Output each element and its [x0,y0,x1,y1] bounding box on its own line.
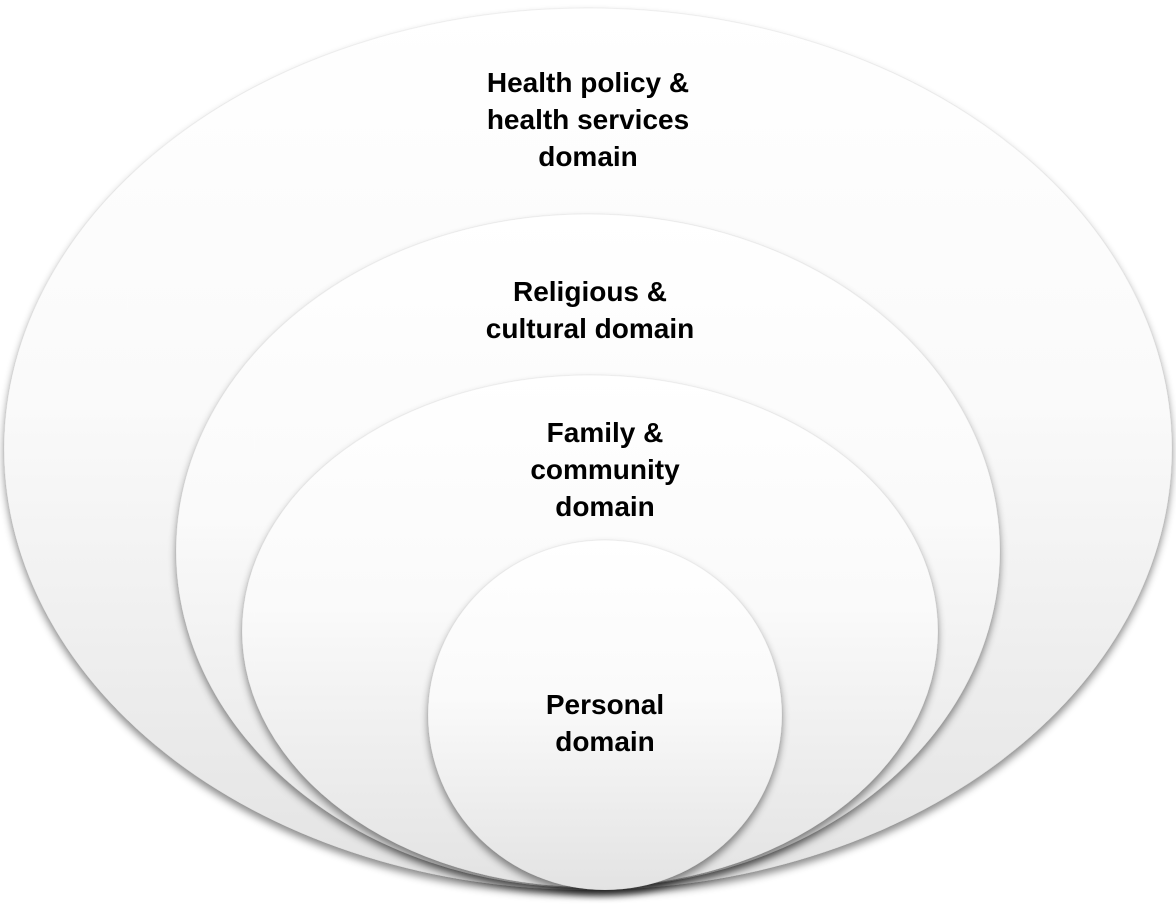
label-family-community-domain: Family & community domain [530,417,680,522]
ellipse-personal-domain [427,539,783,891]
label-personal-domain: Personal domain [545,689,665,757]
label-religious-cultural-domain: Religious & cultural domain [485,276,695,344]
label-health-policy-domain: Health policy & health services domain [486,67,690,172]
